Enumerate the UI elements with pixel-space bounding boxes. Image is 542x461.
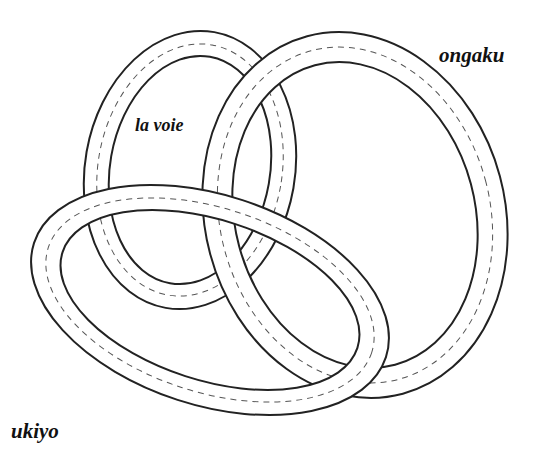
band-label: la voie [132,116,186,136]
band-outline [2,143,419,457]
band-label: ukiyo [8,420,62,443]
horizontal-band [2,143,419,457]
band-label: ongaku [436,44,507,67]
band-centerline [20,160,400,440]
